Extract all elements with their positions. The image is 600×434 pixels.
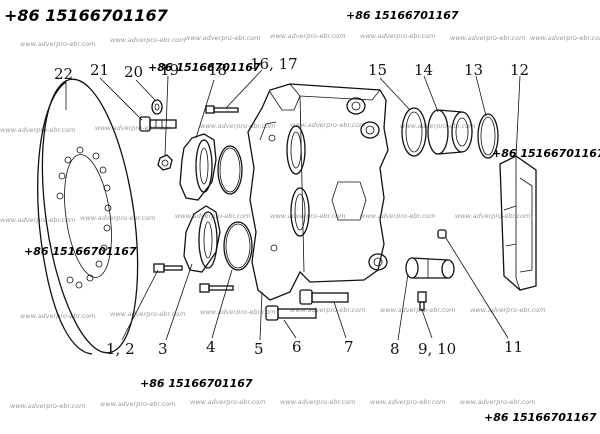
watermark: www.adverpro-ebr.com	[370, 398, 446, 406]
callout-12: 12	[510, 61, 529, 79]
watermark: www.adverpro-ebr.com	[0, 126, 76, 134]
cap-3	[183, 205, 221, 273]
watermark: www.adverpro-ebr.com	[20, 312, 96, 320]
watermark: www.adverpro-ebr.com	[110, 36, 186, 44]
callout-7: 7	[344, 338, 354, 356]
bolt-7	[299, 289, 349, 305]
plug-11	[437, 229, 447, 239]
caliper-housing	[247, 83, 389, 301]
callout-labels: 22 21 20 19 18 16, 17 15 14 13 12 1, 2 3…	[54, 55, 529, 358]
nut-19	[157, 154, 173, 171]
bolt-21	[139, 116, 177, 132]
watermark: www.adverpro-ebr.com	[450, 34, 526, 42]
watermark: www.adverpro-ebr.com	[460, 398, 536, 406]
bolt-6	[265, 305, 317, 321]
callout-8: 8	[390, 340, 400, 358]
brake-pad-12	[499, 155, 537, 291]
callout-21: 21	[90, 61, 109, 79]
watermark: www.adverpro-ebr.com	[290, 306, 366, 314]
watermark: www.adverpro-ebr.com	[100, 400, 176, 408]
watermark: www.adverpro-ebr.com	[20, 40, 96, 48]
watermark: www.adverpro-ebr.com	[110, 310, 186, 318]
screw-1-2	[153, 263, 183, 273]
phone-right: +86 15166701167	[492, 147, 600, 160]
watermark: www.adverpro-ebr.com	[400, 122, 476, 130]
phone-bottom-center: +86 15166701167	[140, 377, 253, 390]
leader-lines	[65, 69, 521, 341]
callout-1-2: 1, 2	[106, 340, 135, 358]
callout-15: 15	[368, 61, 387, 79]
cap-18	[179, 133, 217, 201]
callout-13: 13	[464, 61, 483, 79]
watermark: www.adverpro-ebr.com	[360, 32, 436, 40]
phone-bottom-right: +86 15166701167	[484, 411, 597, 424]
phone-left: +86 15166701167	[24, 245, 137, 258]
watermark: www.adverpro-ebr.com	[530, 34, 600, 42]
watermark-layer: www.adverpro-ebr.com www.adverpro-ebr.co…	[0, 32, 600, 410]
watermark: www.adverpro-ebr.com	[200, 308, 276, 316]
watermark: www.adverpro-ebr.com	[455, 212, 531, 220]
callout-22: 22	[54, 65, 73, 83]
phone-overlays: +86 15166701167 +86 15166701167 +86 1516…	[4, 6, 600, 424]
screw-left-small	[199, 283, 234, 293]
watermark: www.adverpro-ebr.com	[470, 306, 546, 314]
watermark: www.adverpro-ebr.com	[280, 398, 356, 406]
watermark: www.adverpro-ebr.com	[290, 121, 366, 129]
callout-18: 18	[208, 61, 227, 79]
watermark: www.adverpro-ebr.com	[360, 212, 436, 220]
watermark: www.adverpro-ebr.com	[190, 398, 266, 406]
callout-3: 3	[158, 340, 168, 358]
watermark: www.adverpro-ebr.com	[80, 214, 156, 222]
watermark: www.adverpro-ebr.com	[270, 212, 346, 220]
callout-16-17: 16, 17	[250, 55, 298, 73]
callout-5: 5	[254, 340, 264, 358]
callout-9-10: 9, 10	[418, 340, 456, 358]
sleeve-8	[405, 257, 455, 279]
screw-16-17	[205, 105, 239, 114]
callout-4: 4	[206, 338, 216, 356]
ring-13	[477, 113, 499, 159]
callout-6: 6	[292, 338, 302, 356]
watermark: www.adverpro-ebr.com	[0, 216, 76, 224]
watermark: www.adverpro-ebr.com	[200, 122, 276, 130]
callout-19: 19	[160, 61, 179, 79]
phone-top-center: +86 15166701167	[346, 9, 459, 22]
seal-15	[401, 107, 427, 157]
callout-14: 14	[414, 61, 433, 79]
brake-disc	[37, 78, 139, 355]
phone-top-left: +86 15166701167	[4, 6, 169, 25]
disc-bolt-holes	[56, 146, 112, 289]
watermark: www.adverpro-ebr.com	[380, 306, 456, 314]
phone-upper-mid: +86 15166701167	[148, 61, 261, 74]
washer-20	[151, 99, 163, 115]
callout-20: 20	[124, 63, 143, 81]
o-rings-4	[217, 145, 253, 271]
watermark: www.adverpro-ebr.com	[270, 32, 346, 40]
watermark: www.adverpro-ebr.com	[10, 402, 86, 410]
watermark: www.adverpro-ebr.com	[95, 124, 171, 132]
callout-11: 11	[504, 338, 523, 356]
watermark: www.adverpro-ebr.com	[185, 34, 261, 42]
piston-14	[427, 109, 473, 155]
